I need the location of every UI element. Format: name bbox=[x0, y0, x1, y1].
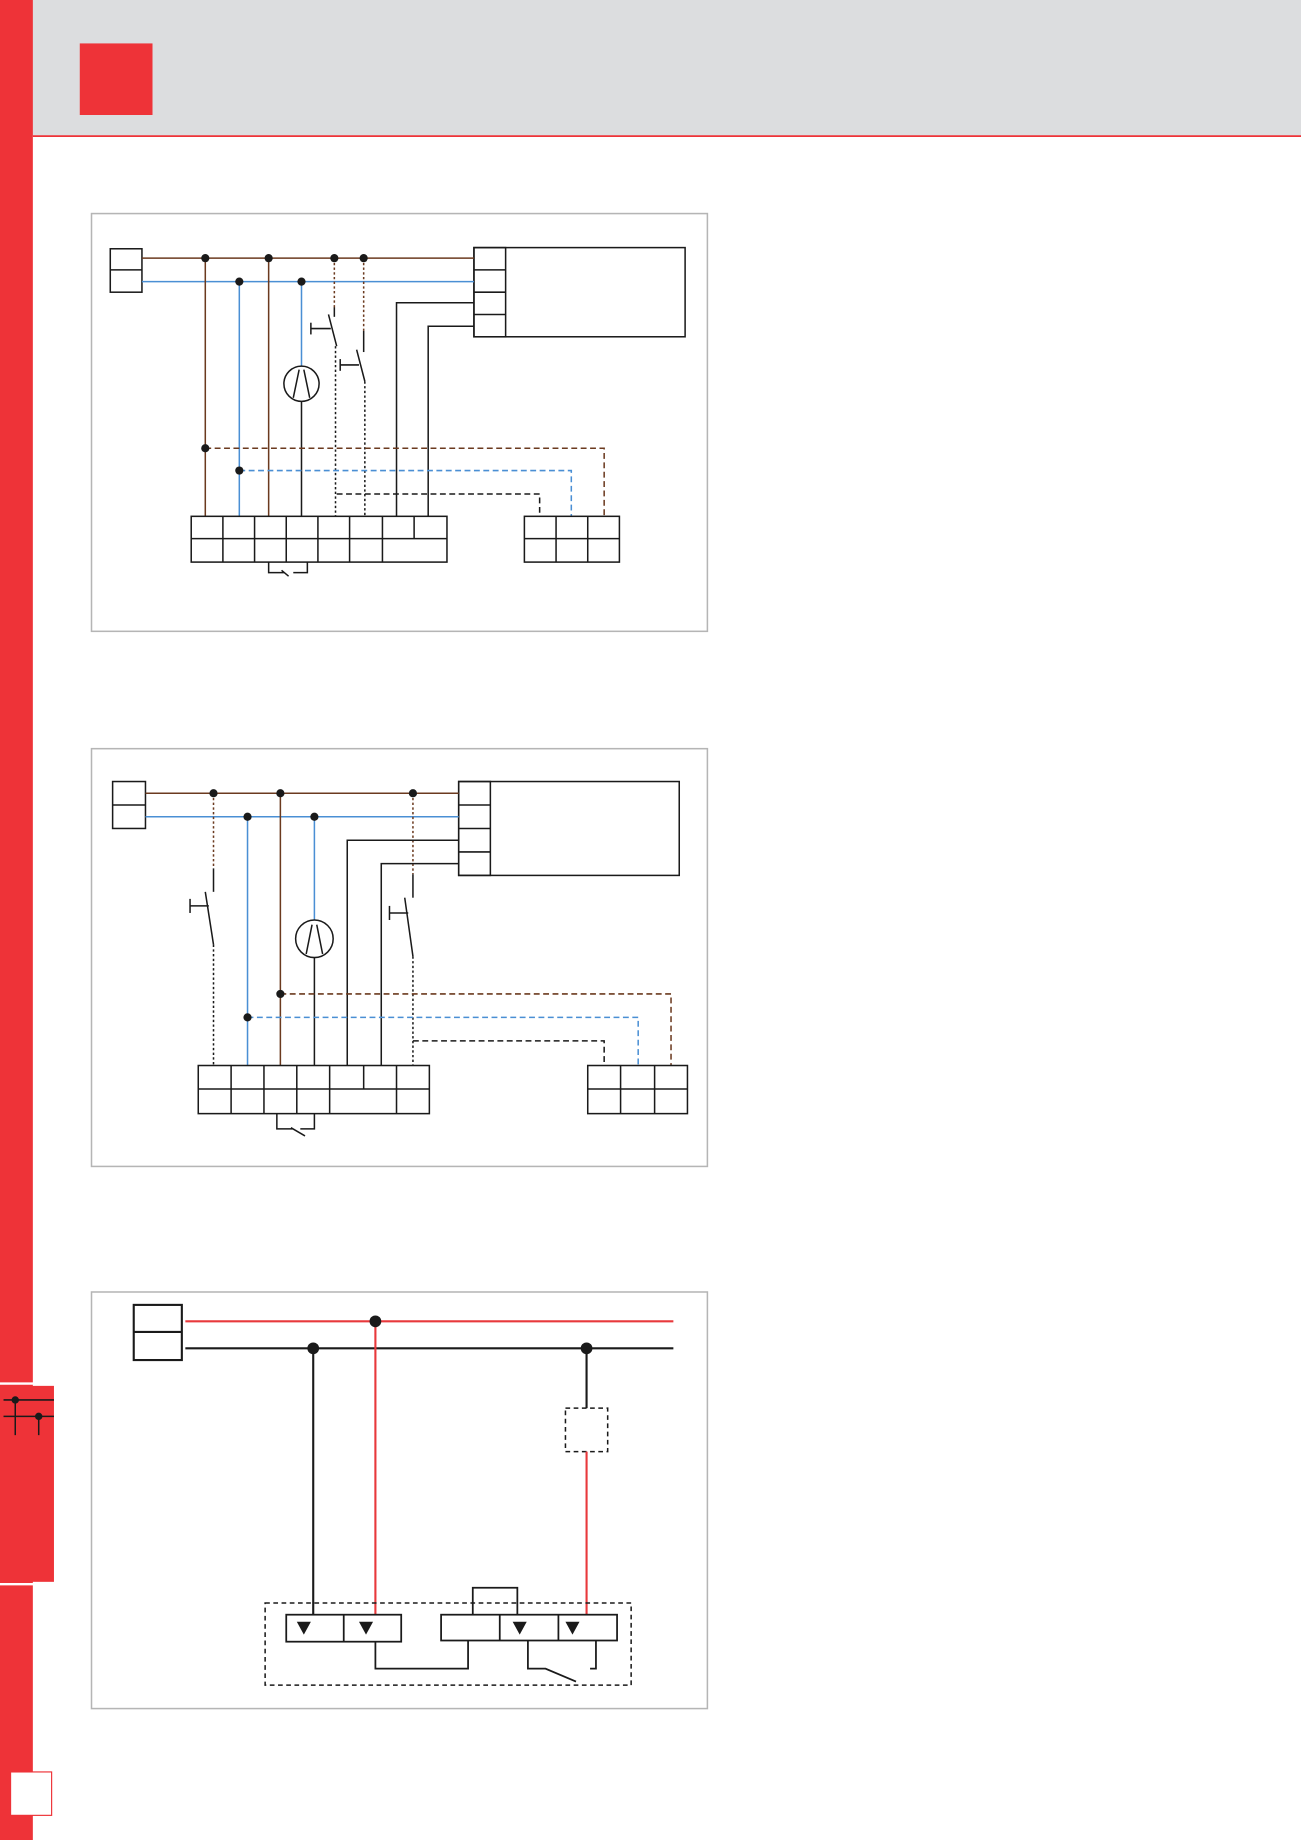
chapter-marker bbox=[79, 43, 153, 115]
device-enclosure bbox=[264, 1602, 632, 1686]
terminal-arrow-icon bbox=[296, 1621, 580, 1635]
page-number-box bbox=[9, 1771, 53, 1816]
terminal-block bbox=[440, 1613, 618, 1642]
wiring-diagram-2 bbox=[90, 747, 709, 1168]
switch-icon bbox=[189, 868, 215, 945]
wiring-diagram-3 bbox=[90, 1291, 709, 1710]
wiring-section-icon bbox=[3, 1396, 54, 1436]
terminal-block bbox=[190, 515, 448, 577]
terminal-block bbox=[523, 515, 621, 563]
sidebar-strip bbox=[0, 0, 54, 1840]
switch-icon bbox=[310, 307, 338, 347]
switch-icon bbox=[339, 330, 366, 382]
page-header bbox=[0, 0, 1301, 138]
switch-icon bbox=[388, 874, 414, 957]
wiring-diagram-1 bbox=[90, 212, 709, 633]
sidebar-section-tab bbox=[0, 1385, 54, 1582]
terminal-block bbox=[586, 1064, 689, 1115]
terminal-block bbox=[197, 1064, 431, 1137]
